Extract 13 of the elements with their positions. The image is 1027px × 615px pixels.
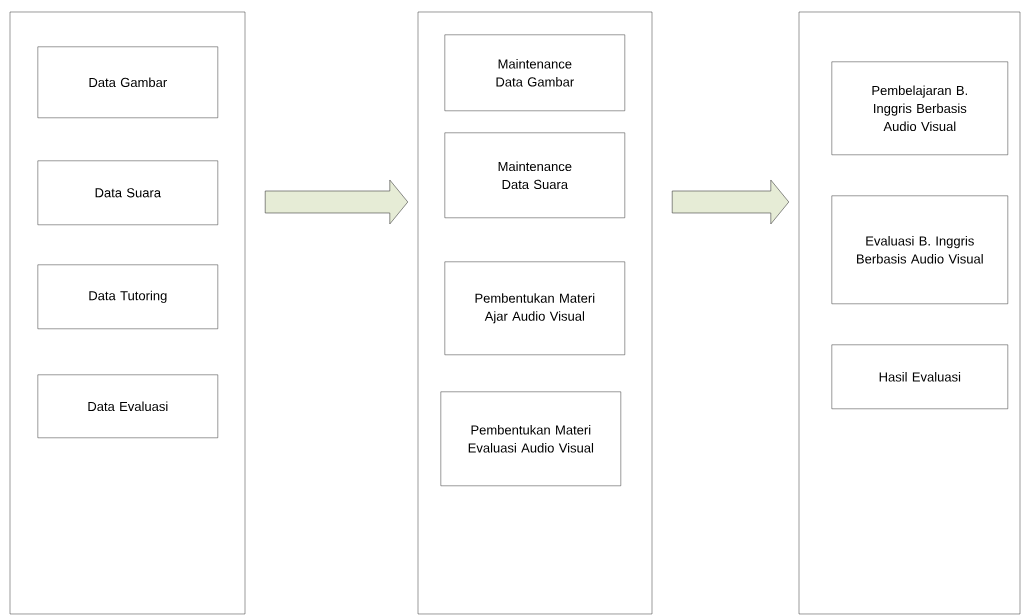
process-box: Evaluasi B. Inggris Berbasis Audio Visual (831, 195, 1008, 304)
process-box: Pembentukan Materi Ajar Audio Visual (444, 261, 625, 355)
process-box: Maintenance Data Suara (444, 132, 625, 218)
process-box: Data Suara (37, 160, 218, 225)
process-box: Pembelajaran B. Inggris Berbasis Audio Visual (831, 61, 1008, 155)
block-arrow (671, 179, 790, 225)
process-box: Maintenance Data Gambar (444, 34, 625, 111)
block-arrow (264, 179, 409, 225)
process-box: Data Gambar (37, 46, 218, 118)
process-box: Pembentukan Materi Evaluasi Audio Visual (440, 391, 621, 486)
process-box: Data Evaluasi (37, 374, 218, 438)
process-box: Hasil Evaluasi (831, 344, 1008, 409)
process-box: Data Tutoring (37, 264, 218, 329)
